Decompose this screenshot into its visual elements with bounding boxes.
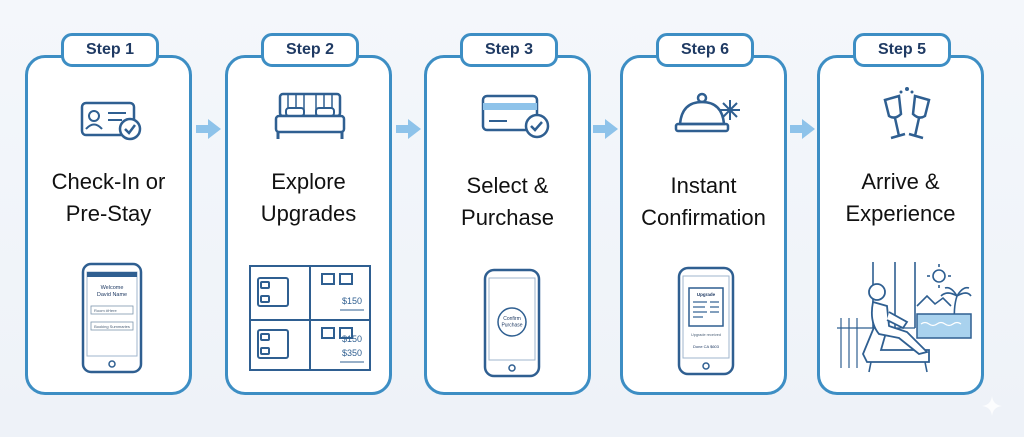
phone-receipt-illustration: Upgrade Upgrade received Done CA $603	[677, 266, 735, 376]
champagne-toast-icon	[883, 87, 931, 140]
arrow-icon	[196, 119, 221, 139]
resort-guest-illustration	[837, 262, 972, 373]
id-card-check-icon	[80, 101, 142, 141]
step-title-4: Instant Confirmation	[641, 173, 766, 230]
upgrade-received-status: Upgrade received	[691, 333, 721, 337]
receipt-total: Done CA $603	[693, 344, 720, 349]
floor-plan-illustration: $150 $150 $350	[249, 265, 371, 371]
step-label-5: Step 5	[853, 33, 951, 67]
step-title-2: Explore Upgrades	[260, 169, 357, 226]
step-title-5: Arrive & Experience	[845, 169, 956, 226]
step-label-4: Step 6	[656, 33, 754, 67]
booking-button: Booking Summaries	[94, 324, 130, 329]
step-label-2: Step 2	[261, 33, 359, 67]
step-label-1: Step 1	[61, 33, 159, 67]
arrow-icon	[790, 119, 815, 139]
arrow-icon	[593, 119, 618, 139]
credit-card-check-icon	[481, 94, 550, 139]
arrow-icon	[396, 119, 421, 139]
bed-icon	[274, 92, 346, 139]
sparkle-icon	[982, 396, 1002, 416]
step-title-3: Select & Purchase	[461, 173, 554, 230]
service-bell-icon	[674, 92, 740, 133]
room-field: Room #Here	[94, 308, 117, 313]
step-label-3: Step 3	[460, 33, 558, 67]
price-label: $150	[342, 334, 362, 344]
receipt-title: Upgrade	[697, 292, 716, 297]
step-title-1: Check-In or Pre-Stay	[51, 169, 166, 226]
step-card-2	[225, 55, 392, 395]
step-card-3	[424, 55, 591, 395]
price-label: $150	[342, 296, 362, 306]
price-label: $350	[342, 348, 362, 358]
